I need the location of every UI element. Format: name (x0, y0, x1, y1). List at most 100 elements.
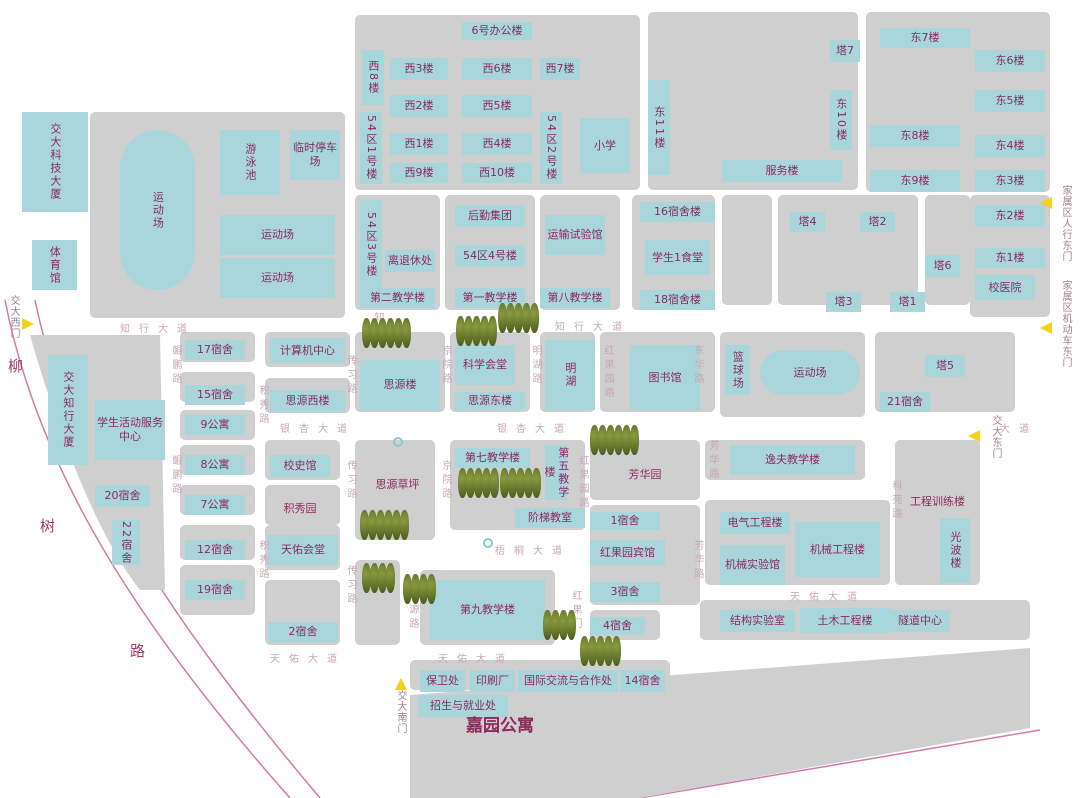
building-label[interactable]: 西4楼 (462, 133, 532, 155)
building-label[interactable]: 机械工程楼 (795, 522, 880, 577)
building-label[interactable]: 20宿舍 (95, 485, 150, 507)
building-label[interactable]: 电气工程楼 (720, 512, 790, 534)
building-label[interactable]: 21宿舍 (880, 392, 930, 412)
building-label[interactable]: 土木工程楼 (800, 608, 890, 633)
building-label[interactable]: 逸夫教学楼 (730, 445, 855, 475)
building-label[interactable]: 18宿舍楼 (640, 290, 715, 310)
building-label[interactable]: 学生活动服务中心 (95, 400, 165, 460)
building-label[interactable]: 小学 (580, 118, 630, 173)
building-label[interactable]: 塔2 (860, 212, 895, 232)
building-label[interactable]: 东5楼 (975, 90, 1045, 112)
building-label[interactable]: 游泳池 (220, 130, 280, 195)
building-label[interactable]: 16宿舍楼 (640, 202, 715, 222)
building-label[interactable]: 塔3 (826, 292, 861, 312)
building-label[interactable]: 东7楼 (880, 28, 970, 48)
building-label[interactable]: 思源楼 (360, 360, 440, 410)
building-label[interactable]: 思源东楼 (455, 392, 525, 410)
building-label[interactable]: 第八教学楼 (540, 288, 610, 308)
building-label[interactable]: 明湖 (545, 340, 595, 410)
building-label[interactable]: 光波楼 (940, 518, 970, 583)
building-label[interactable]: 学生1食堂 (645, 240, 710, 275)
building-label[interactable]: 54区1号楼 (360, 112, 382, 184)
building-label[interactable]: 9公寓 (185, 415, 245, 435)
building-label[interactable]: 2宿舍 (268, 622, 338, 642)
building-label[interactable]: 东6楼 (975, 50, 1045, 72)
building-label[interactable]: 12宿舍 (185, 540, 245, 560)
building-label[interactable]: 工程训练楼 (910, 495, 965, 509)
building-label[interactable]: 科学会堂 (455, 345, 515, 385)
building-label[interactable]: 西10楼 (462, 163, 532, 183)
building-label[interactable]: 校医院 (975, 275, 1035, 300)
building-label[interactable]: 阶梯教室 (515, 508, 585, 528)
building-label[interactable]: 运输试验馆 (545, 215, 605, 255)
building-label[interactable]: 8公寓 (185, 455, 245, 475)
building-label[interactable]: 第五教学楼 (543, 445, 570, 500)
building-label[interactable]: 19宿舍 (185, 580, 245, 600)
building-label[interactable]: 54区2号楼 (540, 112, 562, 184)
building-label[interactable]: 交大知行大厦 (48, 355, 88, 465)
building-label[interactable]: 西7楼 (540, 58, 580, 80)
building-label[interactable]: 3宿舍 (590, 582, 660, 602)
building-label[interactable]: 运动场 (760, 350, 860, 395)
building-label[interactable]: 西8楼 (362, 50, 384, 105)
building-label[interactable]: 校史馆 (270, 455, 330, 477)
building-label[interactable]: 西3楼 (390, 58, 448, 80)
building-label[interactable]: 运动场 (120, 130, 195, 290)
building-label[interactable]: 东2楼 (975, 205, 1045, 227)
building-label[interactable]: 东4楼 (975, 135, 1045, 157)
building-label[interactable]: 后勤集团 (455, 205, 525, 227)
building-label[interactable]: 篮球场 (725, 345, 750, 395)
building-label[interactable]: 运动场 (220, 215, 335, 255)
building-label[interactable]: 54区4号楼 (455, 245, 525, 267)
building-label[interactable]: 14宿舍 (620, 670, 665, 692)
building-label[interactable]: 4宿舍 (590, 617, 645, 635)
building-label[interactable]: 6号办公楼 (462, 22, 532, 40)
building-label[interactable]: 服务楼 (722, 160, 842, 182)
building-label[interactable]: 东10楼 (830, 90, 852, 150)
building-label[interactable]: 西1楼 (390, 133, 448, 155)
building-label[interactable]: 西6楼 (462, 58, 532, 80)
building-label[interactable]: 22宿舍 (112, 520, 140, 565)
building-label[interactable]: 招生与就业处 (418, 695, 508, 717)
building-label[interactable]: 第一教学楼 (455, 288, 525, 308)
building-label[interactable]: 西2楼 (390, 95, 448, 117)
building-label[interactable]: 印刷厂 (470, 670, 515, 692)
building-label[interactable]: 塔1 (890, 292, 925, 312)
building-label[interactable]: 东1楼 (975, 248, 1045, 268)
building-label[interactable]: 西5楼 (462, 95, 532, 117)
building-label[interactable]: 机械实验馆 (720, 545, 785, 585)
building-label[interactable]: 塔7 (830, 40, 860, 62)
building-label[interactable]: 东3楼 (975, 170, 1045, 192)
building-label[interactable]: 塔5 (925, 355, 965, 377)
building-label[interactable]: 国际交流与合作处 (518, 670, 618, 692)
building-label[interactable]: 54区3号楼 (360, 200, 382, 290)
building-label[interactable]: 保卫处 (420, 670, 465, 692)
building-label[interactable]: 东9楼 (870, 170, 960, 192)
building-label[interactable]: 西9楼 (390, 163, 448, 183)
building-label[interactable]: 隧道中心 (890, 610, 950, 632)
building-label[interactable]: 15宿舍 (185, 385, 245, 405)
building-label[interactable]: 思源西楼 (270, 390, 345, 412)
building-label[interactable]: 红果园宾馆 (590, 540, 665, 565)
building-label[interactable]: 芳华园 (628, 468, 662, 482)
building-label[interactable]: 7公寓 (185, 495, 245, 515)
building-label[interactable]: 第二教学楼 (360, 288, 435, 308)
building-label[interactable]: 第九教学楼 (430, 580, 545, 640)
building-label[interactable]: 东11楼 (648, 80, 670, 175)
building-label[interactable]: 东8楼 (870, 125, 960, 147)
building-label[interactable]: 塔6 (925, 255, 960, 277)
building-label[interactable]: 临时停车场 (290, 130, 340, 180)
building-label[interactable]: 第七教学楼 (455, 448, 530, 468)
building-label[interactable]: 嘉园公寓 (466, 716, 534, 737)
building-label[interactable]: 离退休处 (385, 250, 435, 272)
building-label[interactable]: 天佑会堂 (268, 535, 338, 565)
building-label[interactable]: 交大科技大厦 (22, 112, 88, 212)
building-label[interactable]: 思源草坪 (375, 478, 420, 492)
building-label[interactable]: 积秀园 (283, 502, 317, 516)
building-label[interactable]: 1宿舍 (590, 512, 660, 530)
building-label[interactable]: 计算机中心 (270, 338, 345, 363)
building-label[interactable]: 结构实验室 (720, 610, 795, 632)
building-label[interactable]: 图书馆 (630, 345, 700, 410)
building-label[interactable]: 塔4 (790, 212, 825, 232)
building-label[interactable]: 17宿舍 (185, 340, 245, 360)
